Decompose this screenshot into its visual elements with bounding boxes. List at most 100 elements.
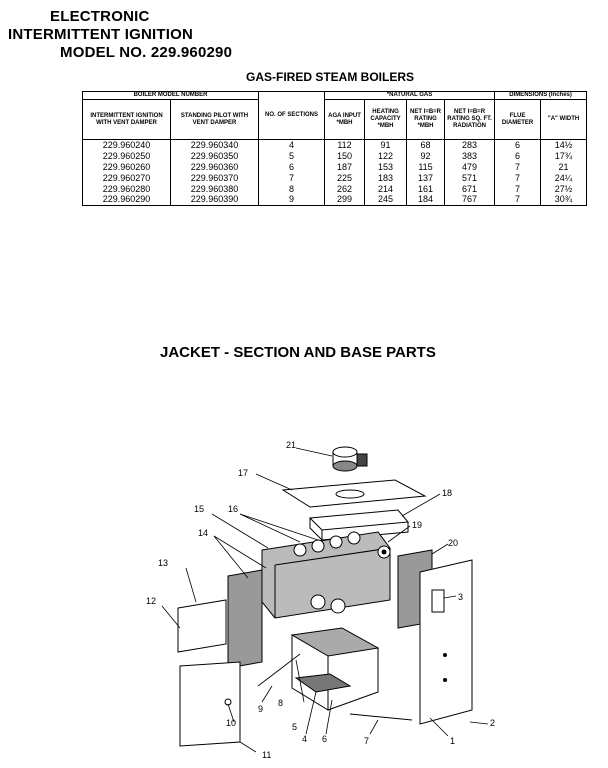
table-cell: 383 <box>444 150 496 162</box>
top-panel-part <box>281 479 427 508</box>
column-header: STANDING PILOT WITH VENT DAMPER <box>169 99 260 140</box>
front-lower-panel-part <box>179 661 241 747</box>
table-cell: 21 <box>540 161 588 173</box>
table-cell: 229.960270 <box>82 172 171 184</box>
table-cell: 161 <box>406 183 446 194</box>
callout-label: 19 <box>412 520 422 530</box>
table-cell: 6 <box>494 138 542 151</box>
callout-label: 3 <box>458 592 463 602</box>
column-header: "A" WIDTH <box>540 99 588 140</box>
vent-damper-part <box>332 446 368 472</box>
left-insulation-part <box>227 569 263 669</box>
table-cell: 30¾ <box>540 193 588 206</box>
table-cell: 229.960370 <box>169 172 260 184</box>
table-cell: 92 <box>406 150 446 162</box>
callout-label: 6 <box>322 734 327 744</box>
callout-label: 12 <box>146 596 156 606</box>
column-header: NO. OF SECTIONS <box>258 91 326 140</box>
table-cell: 7 <box>494 193 542 206</box>
cast-iron-sections <box>261 531 391 619</box>
callout-label: 21 <box>286 440 296 450</box>
column-header: FLUE DIAMETER <box>494 99 542 140</box>
table-cell: 229.960360 <box>169 161 260 173</box>
table-cell: 17¾ <box>540 150 588 162</box>
table-cell: 183 <box>364 172 408 184</box>
group-header-natural-gas: *NATURAL GAS <box>324 91 496 100</box>
table-cell: 225 <box>324 172 366 184</box>
table-cell: 671 <box>444 183 496 194</box>
table-cell: 767 <box>444 193 496 206</box>
table-cell: 8 <box>258 183 326 194</box>
callout-label: 17 <box>238 468 248 478</box>
table-cell: 184 <box>406 193 446 206</box>
callout-label: 4 <box>302 734 307 744</box>
header-line-model-number: MODEL NO. 229.960290 <box>60 44 233 61</box>
callout-label: 7 <box>364 736 369 746</box>
table-cell: 115 <box>406 161 446 173</box>
table-cell: 479 <box>444 161 496 173</box>
table-cell: 214 <box>364 183 408 194</box>
exploded-parts-diagram: 1 2 3 4 5 6 7 8 9 10 11 12 13 14 15 16 1… <box>146 440 495 760</box>
table-cell: 7 <box>258 172 326 184</box>
callout-label: 5 <box>292 722 297 732</box>
callout-label: 15 <box>194 504 204 514</box>
table-cell: 9 <box>258 193 326 206</box>
table-cell: 6 <box>258 161 326 173</box>
table-cell: 7 <box>494 161 542 173</box>
callout-label: 1 <box>450 736 455 746</box>
table-cell: 187 <box>324 161 366 173</box>
table-cell: 27½ <box>540 183 588 194</box>
table-cell: 229.960390 <box>169 193 260 206</box>
table-cell: 24¼ <box>540 172 588 184</box>
header-line-electronic: ELECTRONIC <box>50 8 150 25</box>
callout-label: 8 <box>278 698 283 708</box>
leader-lines <box>161 447 489 753</box>
table-cell: 229.960290 <box>82 193 171 206</box>
table-cell: 229.960260 <box>82 161 171 173</box>
callout-label: 10 <box>226 718 236 728</box>
callout-label: 9 <box>258 704 263 714</box>
table-cell: 112 <box>324 138 366 151</box>
column-header: NET I=B=R RATING *MBH <box>406 99 446 140</box>
table-cell: 153 <box>364 161 408 173</box>
callout-label: 18 <box>442 488 452 498</box>
table-cell: 229.960250 <box>82 150 171 162</box>
boiler-spec-table: BOILER MODEL NUMBER NO. OF SECTIONS *NAT… <box>81 91 588 206</box>
table-cell: 571 <box>444 172 496 184</box>
front-top-panel-part <box>177 599 227 653</box>
callout-label: 16 <box>228 504 238 514</box>
callout-label: 13 <box>158 558 168 568</box>
table-cell: 137 <box>406 172 446 184</box>
column-header: NET I=B=R RATING SQ. FT. RADIATION <box>444 99 496 140</box>
table-cell: 229.960240 <box>82 138 171 151</box>
table-cell: 7 <box>494 172 542 184</box>
callout-label: 11 <box>262 750 271 760</box>
table-cell: 150 <box>324 150 366 162</box>
column-header: AGA INPUT *MBH <box>324 99 366 140</box>
table-cell: 14½ <box>540 138 588 151</box>
table-cell: 4 <box>258 138 326 151</box>
table-cell: 299 <box>324 193 366 206</box>
group-header-dimensions: DIMENSIONS (Inches) <box>494 91 588 100</box>
table-cell: 229.960280 <box>82 183 171 194</box>
section-title: JACKET - SECTION AND BASE PARTS <box>160 344 436 361</box>
callout-label: 14 <box>198 528 208 538</box>
column-header: HEATING CAPACITY *MBH <box>364 99 408 140</box>
base-assembly-part <box>290 627 413 721</box>
table-cell: 91 <box>364 138 408 151</box>
table-cell: 68 <box>406 138 446 151</box>
header-line-ignition: INTERMITTENT IGNITION <box>8 26 194 43</box>
table-cell: 122 <box>364 150 408 162</box>
column-header: INTERMITTENT IGNITION WITH VENT DAMPER <box>82 99 171 140</box>
table-title: GAS-FIRED STEAM BOILERS <box>246 70 415 84</box>
table-cell: 283 <box>444 138 496 151</box>
table-cell: 7 <box>494 183 542 194</box>
callout-label: 2 <box>490 718 495 728</box>
right-jacket-panel-part <box>419 559 473 725</box>
